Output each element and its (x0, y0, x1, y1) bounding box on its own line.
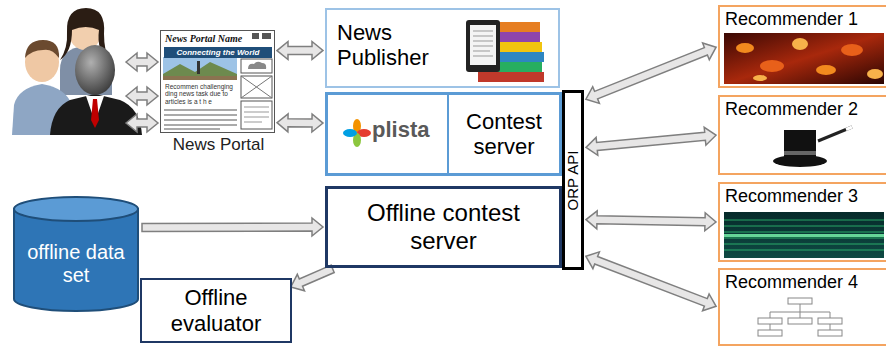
recommender-2-image (773, 127, 852, 167)
node-label: ORP API (565, 150, 582, 210)
recommender-box: Recommender 4 (718, 268, 886, 346)
recommender-1-image (724, 33, 884, 84)
recommender-box: Recommender 2 (718, 95, 886, 175)
recommender-box: Recommender 1 (718, 5, 886, 88)
data-set-cylinder: offline data set (12, 195, 140, 315)
node-label: Recommender 4 (725, 272, 886, 293)
node-label: News Publisher (337, 20, 457, 71)
node-label: Contest server (454, 109, 554, 160)
block-arrow (586, 252, 716, 311)
contest-server-box: Contest server (447, 95, 559, 173)
article-text: Recommen challenging ding news task due … (165, 83, 239, 109)
block-arrow (586, 43, 716, 103)
logo-text: plista (372, 117, 444, 143)
node-label: Recommender 2 (725, 99, 886, 120)
portal-label: News Portal (151, 135, 286, 155)
recommender-3-image (724, 212, 884, 258)
node-label: Recommender 3 (725, 186, 886, 207)
block-arrow (586, 127, 716, 155)
newspaper-illustration (160, 30, 275, 133)
plista-logo-mark (343, 119, 371, 147)
newspaper-node: News Portal NameConnecting the WorldReco… (160, 30, 275, 133)
publisher-box: News Publisher (325, 8, 560, 88)
offline-server-box: Offline contest server (325, 186, 562, 268)
node-label: Offline evaluator (161, 285, 271, 336)
node-label: Recommender 1 (725, 9, 886, 30)
user-arrows (126, 53, 158, 132)
block-arrow (277, 114, 323, 132)
masthead-text: News Portal Name (165, 33, 274, 46)
node-label: offline data set (26, 241, 126, 287)
api-bar: ORP API (562, 90, 584, 270)
block-arrow (277, 42, 323, 60)
node-label: Offline contest server (356, 199, 531, 254)
evaluator-box: Offline evaluator (140, 278, 292, 343)
recommender-box: Recommender 3 (718, 182, 886, 262)
block-arrow (291, 265, 334, 291)
users-illustration (12, 8, 142, 135)
plista-box: plista Contest server (325, 92, 562, 176)
block-arrow (586, 211, 716, 231)
tagline-text: Connecting the World (164, 47, 272, 58)
books-illustration (466, 20, 544, 82)
recommender-4-image (758, 298, 842, 336)
block-arrow (142, 218, 323, 236)
